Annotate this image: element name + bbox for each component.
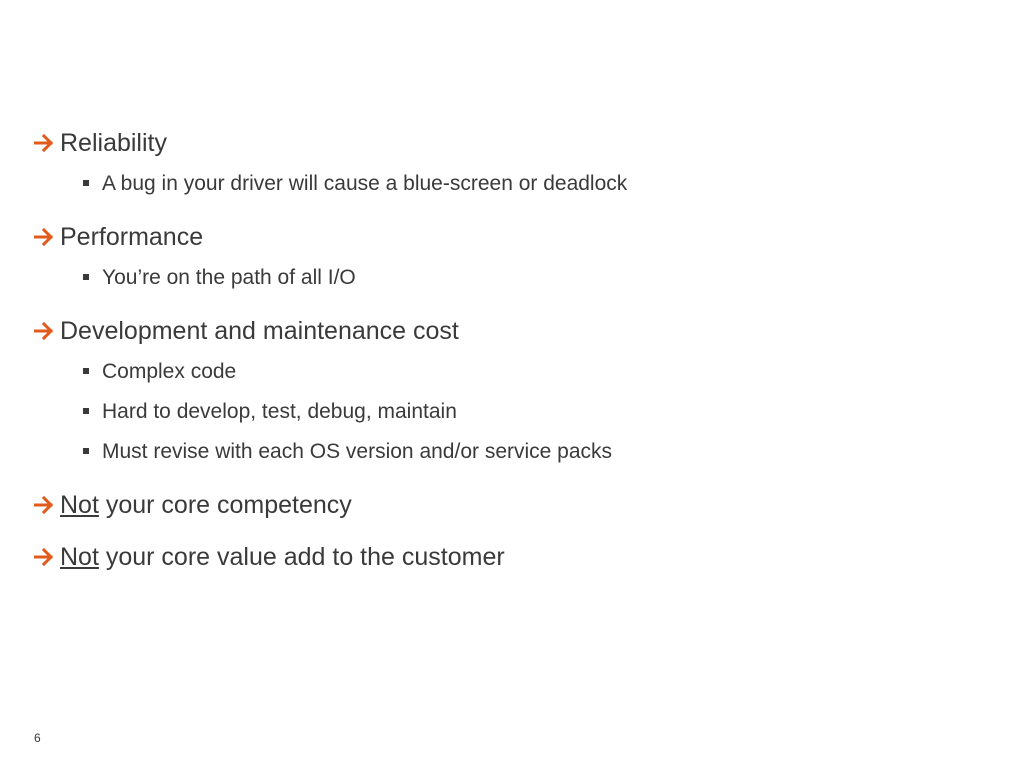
bullet-text: Not your core competency	[60, 491, 352, 519]
sub-bullet-text: A bug in your driver will cause a blue-s…	[102, 172, 628, 195]
arrow-right-icon	[34, 322, 60, 340]
page-number: 6	[34, 731, 41, 745]
square-bullet-icon	[83, 448, 102, 458]
emphasis-text: Not	[60, 543, 99, 571]
bullet-group: Performance You’re on the path of all I/…	[34, 218, 994, 298]
bullet-group: Reliability A bug in your driver will ca…	[34, 124, 994, 204]
sub-bullet: Hard to develop, test, debug, maintain	[83, 392, 994, 432]
sub-bullet-text: You’re on the path of all I/O	[102, 266, 356, 289]
bullet-group: Development and maintenance cost Complex…	[34, 312, 994, 472]
sub-bullet-text: Hard to develop, test, debug, maintain	[102, 400, 457, 423]
sub-bullet: Complex code	[83, 352, 994, 392]
bullet-development-cost: Development and maintenance cost	[34, 312, 994, 350]
square-bullet-icon	[83, 408, 102, 418]
arrow-right-icon	[34, 134, 60, 152]
sub-bullet: Must revise with each OS version and/or …	[83, 432, 994, 472]
sub-list: A bug in your driver will cause a blue-s…	[34, 164, 994, 204]
arrow-right-icon	[34, 496, 60, 514]
sub-bullet-text: Complex code	[102, 360, 237, 383]
bullet-reliability: Reliability	[34, 124, 994, 162]
bullet-text: Not your core value add to the customer	[60, 543, 505, 571]
sub-list: Complex code Hard to develop, test, debu…	[34, 352, 994, 472]
sub-bullet: A bug in your driver will cause a blue-s…	[83, 164, 994, 204]
bullet-core-value: Not your core value add to the customer	[34, 538, 994, 576]
bullet-performance: Performance	[34, 218, 994, 256]
bullet-text: Performance	[60, 223, 204, 251]
bullet-text: Reliability	[60, 129, 167, 157]
bullet-core-competency: Not your core competency	[34, 486, 994, 524]
arrow-right-icon	[34, 548, 60, 566]
emphasis-text: Not	[60, 491, 99, 519]
sub-bullet: You’re on the path of all I/O	[83, 258, 994, 298]
square-bullet-icon	[83, 274, 102, 284]
slide-body: Reliability A bug in your driver will ca…	[34, 124, 994, 590]
arrow-right-icon	[34, 228, 60, 246]
bullet-text: Development and maintenance cost	[60, 317, 459, 345]
bullet-group: Not your core value add to the customer	[34, 538, 994, 576]
square-bullet-icon	[83, 368, 102, 378]
bullet-group: Not your core competency	[34, 486, 994, 524]
sub-list: You’re on the path of all I/O	[34, 258, 994, 298]
sub-bullet-text: Must revise with each OS version and/or …	[102, 440, 613, 463]
square-bullet-icon	[83, 180, 102, 190]
